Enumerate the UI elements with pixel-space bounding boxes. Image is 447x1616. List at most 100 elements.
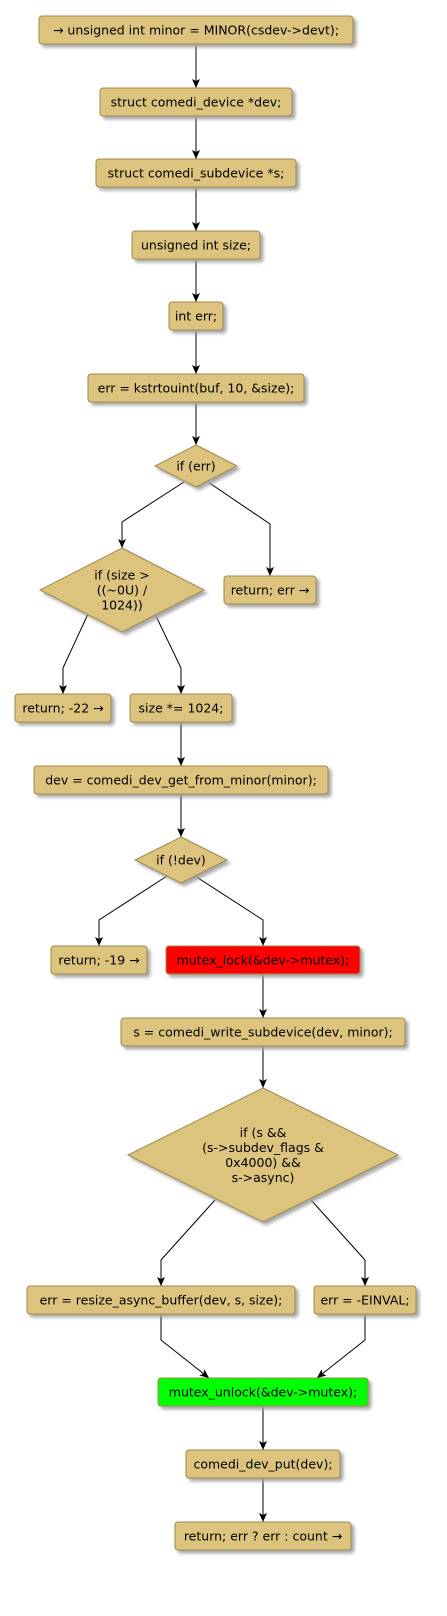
edge-n4-to-n5 — [192, 259, 200, 302]
edge-d2-to-r2 — [59, 613, 89, 694]
arrowhead — [118, 539, 126, 548]
node-label-line: if (s && — [240, 1125, 287, 1140]
edge-n6-to-d1 — [192, 402, 200, 445]
node-label-line: int err; — [175, 309, 217, 324]
node-label-line: ((~0U) / — [97, 583, 148, 598]
node-label-line: s = comedi_write_subdevice(dev, minor); — [133, 1025, 392, 1040]
edge-n14-to-n15 — [259, 1478, 267, 1522]
edge-line — [62, 613, 89, 694]
node-label-line: err = kstrtouint(buf, 10, &size); — [98, 381, 295, 396]
arrowhead — [192, 79, 200, 88]
arrowhead — [177, 757, 185, 766]
statement-box — [33, 765, 329, 795]
arrowhead — [192, 150, 200, 159]
arrowhead — [259, 1513, 267, 1522]
statement-box — [223, 575, 317, 605]
flow-statement-node: struct comedi_subdevice *s; — [95, 158, 297, 188]
statement-box — [95, 158, 297, 188]
arrowhead — [259, 1009, 267, 1018]
flow-statement-node: size *= 1024; — [129, 693, 233, 723]
arrowhead — [177, 685, 185, 694]
node-label-line: 0x4000) && — [225, 1155, 301, 1170]
flow-decision-node: if (size >((~0U) /1024)) — [38, 547, 206, 633]
flow-statement-node: err = resize_async_buffer(dev, s, size); — [26, 1285, 296, 1315]
edge-d4-to-n12 — [310, 1199, 369, 1286]
node-label-line: if (size > — [94, 568, 149, 583]
edge-line — [121, 481, 185, 548]
flow-statement-node: comedi_dev_put(dev); — [185, 1449, 341, 1479]
edge-line — [316, 1314, 366, 1379]
flow-statement-node: err = kstrtouint(buf, 10, &size); — [87, 373, 305, 403]
arrowhead — [259, 937, 267, 946]
node-label-line: struct comedi_subdevice *s; — [108, 166, 285, 181]
flow-decision-node: if (s &&(s->subdev_flags &0x4000) &&s->a… — [126, 1087, 400, 1223]
node-label-line: 1024)) — [101, 598, 143, 613]
statement-box — [87, 373, 305, 403]
arrowhead — [259, 1441, 267, 1450]
flow-statement-node: mutex_lock(&dev->mutex); — [165, 945, 361, 975]
flow-statement-node: → unsigned int minor = MINOR(csdev->devt… — [38, 15, 354, 45]
edge-line — [310, 1199, 366, 1286]
node-label-line: return; -19 → — [58, 953, 139, 968]
edge-line — [194, 875, 264, 946]
statement-box — [14, 693, 112, 723]
edge-line — [160, 1314, 210, 1379]
statement-box — [174, 1521, 352, 1551]
edges-layer — [59, 44, 369, 1522]
edge-d3-to-r3 — [95, 875, 168, 946]
node-label-line: return; -22 → — [22, 701, 103, 716]
arrowhead — [266, 567, 274, 576]
node-label-line: struct comedi_device *dev; — [111, 95, 282, 110]
edge-n8-to-d3 — [177, 794, 185, 837]
arrowhead — [192, 436, 200, 445]
arrowhead — [59, 685, 67, 694]
arrowhead — [95, 937, 103, 946]
edge-n1-to-n2 — [192, 44, 200, 88]
edge-n2-to-n3 — [192, 116, 200, 159]
flow-statement-node: return; -19 → — [50, 945, 148, 975]
flow-statement-node: return; err ? err : count → — [174, 1521, 352, 1551]
node-label-line: err = -EINVAL; — [320, 1293, 409, 1308]
edge-d1-to-r1 — [207, 481, 274, 576]
edge-n3-to-n4 — [192, 187, 200, 231]
nodes-layer: → unsigned int minor = MINOR(csdev->devt… — [14, 15, 417, 1551]
arrowhead — [199, 1369, 209, 1378]
edge-n9-to-n10 — [259, 974, 267, 1018]
edge-line — [154, 613, 182, 694]
node-label-line: dev = comedi_dev_get_from_minor(minor); — [45, 773, 317, 788]
edge-d3-to-n9 — [194, 875, 267, 946]
flow-statement-node: unsigned int size; — [131, 230, 261, 260]
flow-statement-node: return; -22 → — [14, 693, 112, 723]
node-label-line: return; err ? err : count → — [184, 1529, 342, 1544]
flow-statement-node: struct comedi_device *dev; — [99, 87, 293, 117]
flow-statement-node: mutex_unlock(&dev->mutex); — [157, 1377, 369, 1407]
decision-diamond — [126, 1087, 400, 1223]
flow-decision-node: if (!dev) — [133, 836, 229, 884]
statement-box — [99, 87, 293, 117]
node-label-line: err = resize_async_buffer(dev, s, size); — [40, 1293, 283, 1308]
flow-statement-node: return; err → — [223, 575, 317, 605]
flow-decision-node: if (err) — [153, 444, 239, 488]
statement-box — [50, 945, 148, 975]
edge-n12-to-n13 — [316, 1314, 366, 1379]
edge-n13-to-n14 — [259, 1406, 267, 1450]
edge-n10-to-d4 — [259, 1046, 267, 1088]
statement-box — [185, 1449, 341, 1479]
edge-line — [98, 875, 168, 946]
statement-box — [131, 230, 261, 260]
statement-box — [26, 1285, 296, 1315]
statement-box — [157, 1377, 369, 1407]
arrowhead — [177, 828, 185, 837]
edge-d2-to-n7 — [154, 613, 185, 694]
edge-n5-to-n6 — [192, 330, 200, 374]
flow-statement-node: int err; — [168, 301, 224, 331]
flow-statement-node: s = comedi_write_subdevice(dev, minor); — [120, 1017, 406, 1047]
node-label-line: s->async) — [232, 1170, 295, 1185]
edge-d4-to-n11 — [157, 1199, 216, 1286]
statement-box — [120, 1017, 406, 1047]
statement-box — [168, 301, 224, 331]
edge-n7-to-n8 — [177, 722, 185, 766]
node-label-line: unsigned int size; — [141, 238, 251, 253]
arrowhead — [361, 1277, 369, 1286]
